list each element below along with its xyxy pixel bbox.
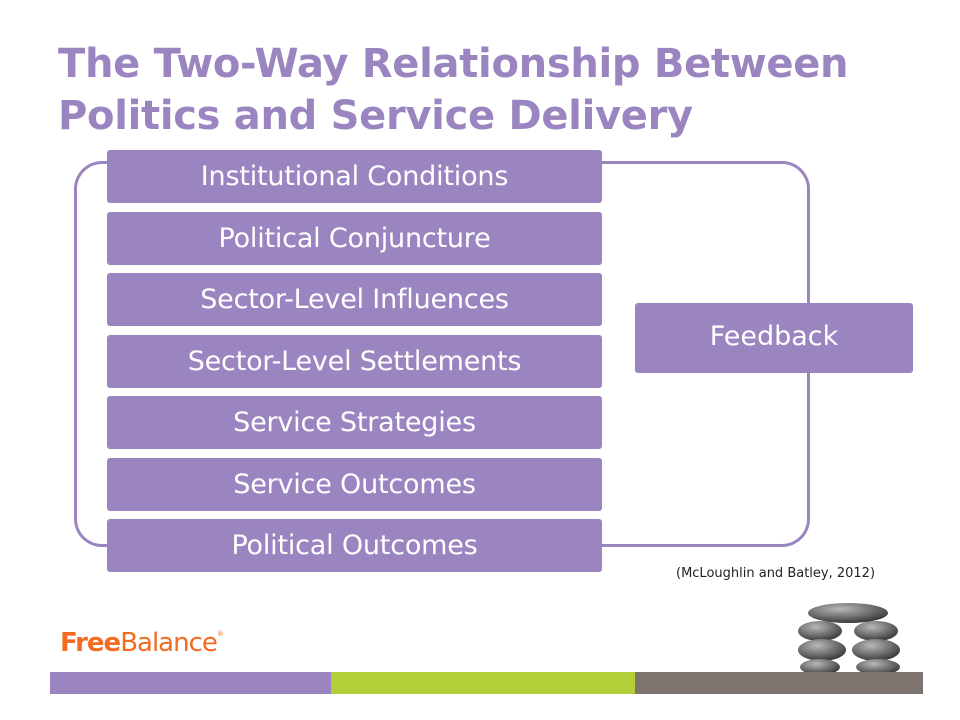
slide-title: The Two-Way Relationship Between Politic…: [58, 38, 918, 142]
stage-political-conjuncture: Political Conjuncture: [107, 212, 602, 265]
title-line-2: Politics and Service Delivery: [58, 90, 918, 142]
logo-text-balance: Balance: [120, 628, 217, 658]
stage-sector-level-influences: Sector-Level Influences: [107, 273, 602, 326]
footer-bar-gray: [635, 672, 923, 694]
stage-service-strategies: Service Strategies: [107, 396, 602, 449]
stacked-stones-icon: [790, 595, 910, 675]
title-line-1: The Two-Way Relationship Between: [58, 38, 918, 90]
logo-registered-mark: ®: [217, 630, 224, 638]
stage-political-outcomes: Political Outcomes: [107, 519, 602, 572]
footer-bar-purple: [50, 672, 331, 694]
stage-stack: Institutional Conditions Political Conju…: [107, 150, 602, 581]
citation: (McLoughlin and Batley, 2012): [676, 566, 875, 581]
freebalance-logo: FreeBalance®: [60, 628, 224, 658]
logo-text-free: Free: [60, 628, 120, 658]
stage-service-outcomes: Service Outcomes: [107, 458, 602, 511]
stage-institutional-conditions: Institutional Conditions: [107, 150, 602, 203]
stage-sector-level-settlements: Sector-Level Settlements: [107, 335, 602, 388]
feedback-box: Feedback: [635, 303, 913, 373]
footer-bar-green: [331, 672, 635, 694]
